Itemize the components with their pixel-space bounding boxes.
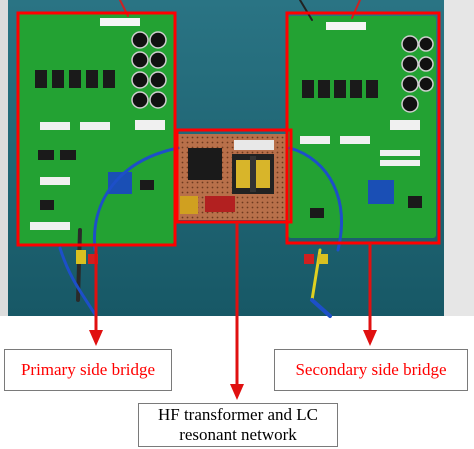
arrow-down-icon [363, 243, 377, 346]
hf-transformer-label: HF transformer and LC resonant network [138, 403, 338, 447]
transformer-icon [232, 154, 274, 194]
primary-pcb [18, 14, 174, 244]
secondary-highlight-box [285, 11, 441, 245]
secondary-label-text: Secondary side bridge [295, 360, 447, 380]
secondary-pcb [288, 16, 436, 238]
primary-side-bridge-label: Primary side bridge [4, 349, 172, 391]
photo [0, 0, 474, 318]
arrow-down-icon [230, 222, 244, 400]
arrow-down-icon [89, 245, 103, 346]
hf-label-line-1: HF transformer and LC [157, 405, 319, 425]
capacitor-icon [131, 31, 167, 109]
primary-label-text: Primary side bridge [20, 360, 156, 380]
hf-label-line-2: resonant network [179, 425, 297, 444]
secondary-side-bridge-label: Secondary side bridge [274, 349, 468, 391]
resonant-highlight-box [175, 128, 293, 224]
resonant-board [178, 134, 290, 220]
capacitor-icon [401, 35, 434, 113]
